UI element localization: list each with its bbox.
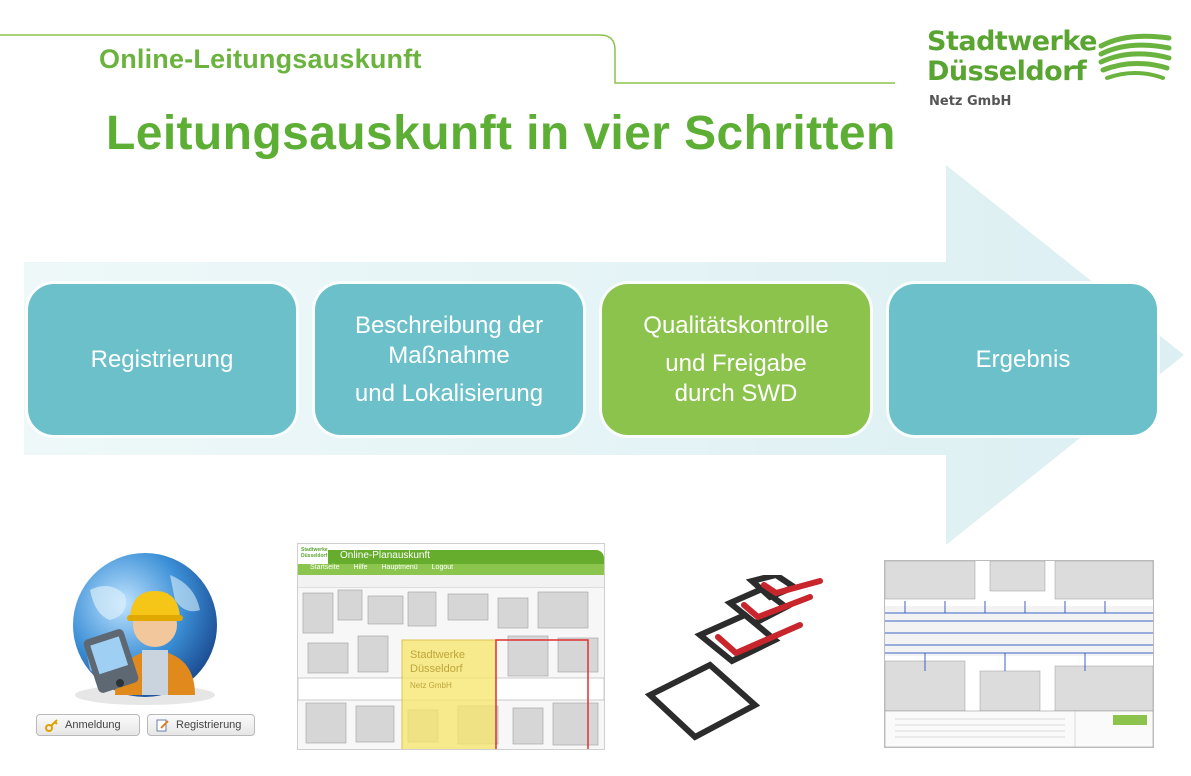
- map-logo-line1: Stadtwerke: [301, 547, 328, 553]
- checklist-icon: [644, 575, 823, 741]
- step-label: Qualitätskontrolle: [643, 311, 829, 339]
- register-button[interactable]: Registrierung: [147, 714, 255, 736]
- step-label: Registrierung: [90, 345, 234, 373]
- map-app-title: Online-Planauskunft: [340, 550, 431, 561]
- logo-wave-icon: [1098, 33, 1172, 80]
- step-registration: Registrierung: [28, 284, 296, 435]
- step-label-secondary: und Freigabe durch SWD: [665, 349, 807, 407]
- company-logo: Stadtwerke Düsseldorf Netz GmbH: [927, 28, 1177, 118]
- key-icon: [45, 719, 58, 732]
- login-button[interactable]: Anmeldung: [36, 714, 140, 736]
- login-button-label: Anmeldung: [65, 719, 121, 731]
- plan-drawing: [885, 561, 1153, 747]
- map-nav-logout[interactable]: Logout: [431, 564, 454, 571]
- logo-text-line1: Stadtwerke: [927, 26, 1097, 57]
- svg-text:Stadtwerke: Stadtwerke: [410, 649, 465, 661]
- step-description-localization: Beschreibung der Maßnahme und Lokalisier…: [315, 284, 583, 435]
- step-label: Ergebnis: [975, 345, 1071, 373]
- step-result: Ergebnis: [889, 284, 1157, 435]
- map-logo-line2: Düsseldorf: [301, 553, 328, 559]
- map-nav-hauptmenu[interactable]: Hauptmenü: [381, 564, 418, 571]
- map-nav-hilfe[interactable]: Hilfe: [353, 564, 368, 571]
- map-app-toolbar: [298, 575, 604, 588]
- section-title: Online-Leitungsauskunft: [99, 44, 422, 74]
- map-app-header: Stadtwerke Düsseldorf Online-Planauskunf…: [298, 544, 604, 564]
- step-label: Beschreibung der Maßnahme: [354, 311, 544, 369]
- step-quality-control: Qualitätskontrolle und Freigabe durch SW…: [602, 284, 870, 435]
- map-nav-startseite[interactable]: Startseite: [310, 564, 340, 571]
- map-app-nav: Startseite Hilfe Hauptmenü Logout: [298, 564, 604, 575]
- page-title: Leitungsauskunft in vier Schritten: [106, 107, 896, 160]
- logo-text-line2: Düsseldorf: [927, 56, 1087, 87]
- map-canvas: Stadtwerke Düsseldorf Netz GmbH: [298, 588, 604, 749]
- map-application-screenshot: Stadtwerke Düsseldorf Online-Planauskunf…: [297, 543, 605, 750]
- svg-text:Netz GmbH: Netz GmbH: [410, 681, 452, 690]
- step-label-secondary: und Lokalisierung: [354, 379, 544, 407]
- register-button-label: Registrierung: [176, 719, 242, 731]
- result-plan-screenshot: [884, 560, 1154, 748]
- worker-globe-icon: [73, 553, 217, 705]
- header-divider: [0, 34, 895, 84]
- logo-subtitle: Netz GmbH: [929, 94, 1012, 109]
- svg-text:Düsseldorf: Düsseldorf: [410, 663, 464, 675]
- form-pencil-icon: [156, 719, 169, 732]
